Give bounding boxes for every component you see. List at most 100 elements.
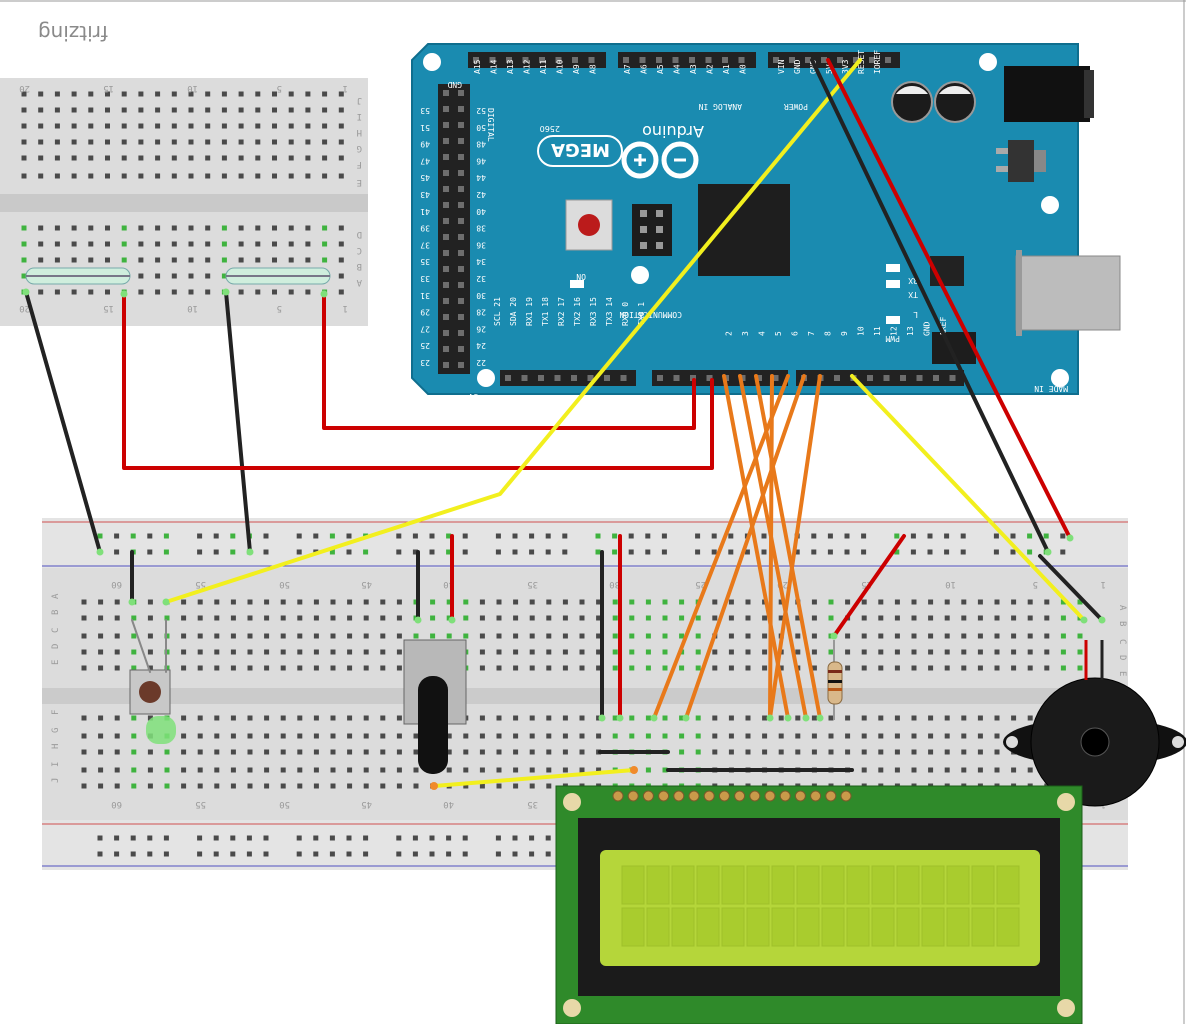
breadboard-hole[interactable] xyxy=(662,733,668,739)
breadboard-hole[interactable] xyxy=(305,225,311,231)
breadboard-hole[interactable] xyxy=(412,851,418,857)
breadboard-hole[interactable] xyxy=(479,665,485,671)
breadboard-hole[interactable] xyxy=(479,649,485,655)
breadboard-hole[interactable] xyxy=(131,749,137,755)
breadboard-hole[interactable] xyxy=(679,599,685,605)
breadboard-hole[interactable] xyxy=(38,173,44,179)
breadboard-hole[interactable] xyxy=(612,733,618,739)
breadboard-hole[interactable] xyxy=(264,783,270,789)
breadboard-hole[interactable] xyxy=(1027,599,1033,605)
breadboard-hole[interactable] xyxy=(98,715,104,721)
breadboard-hole[interactable] xyxy=(396,715,402,721)
breadboard-hole[interactable] xyxy=(396,633,402,639)
breadboard-hole[interactable] xyxy=(296,835,302,841)
breadboard-hole[interactable] xyxy=(155,273,161,279)
breadboard-hole[interactable] xyxy=(238,257,244,263)
breadboard-hole[interactable] xyxy=(155,91,161,97)
breadboard-hole[interactable] xyxy=(795,733,801,739)
breadboard-hole[interactable] xyxy=(88,155,94,161)
breadboard-hole[interactable] xyxy=(21,273,27,279)
breadboard-hole[interactable] xyxy=(961,749,967,755)
breadboard-hole[interactable] xyxy=(313,615,319,621)
breadboard-hole[interactable] xyxy=(121,107,127,113)
breadboard-hole[interactable] xyxy=(81,599,87,605)
breadboard-hole[interactable] xyxy=(562,599,568,605)
header-pin[interactable] xyxy=(639,57,646,63)
breadboard-hole[interactable] xyxy=(596,733,602,739)
header-pin[interactable] xyxy=(620,375,627,381)
breadboard-hole[interactable] xyxy=(1060,615,1066,621)
header-pin[interactable] xyxy=(588,57,595,63)
breadboard-hole[interactable] xyxy=(313,767,319,773)
breadboard-hole[interactable] xyxy=(529,835,535,841)
breadboard-hole[interactable] xyxy=(894,749,900,755)
breadboard-hole[interactable] xyxy=(977,767,983,773)
breadboard-hole[interactable] xyxy=(579,633,585,639)
breadboard-hole[interactable] xyxy=(861,649,867,655)
breadboard-hole[interactable] xyxy=(171,225,177,231)
breadboard-hole[interactable] xyxy=(463,783,469,789)
breadboard-hole[interactable] xyxy=(894,733,900,739)
breadboard-hole[interactable] xyxy=(297,615,303,621)
breadboard-hole[interactable] xyxy=(495,533,501,539)
breadboard-hole[interactable] xyxy=(255,225,261,231)
breadboard-hole[interactable] xyxy=(338,123,344,129)
breadboard-hole[interactable] xyxy=(347,615,353,621)
breadboard-hole[interactable] xyxy=(479,749,485,755)
breadboard-hole[interactable] xyxy=(330,633,336,639)
breadboard-hole[interactable] xyxy=(247,767,253,773)
breadboard-hole[interactable] xyxy=(612,649,618,655)
breadboard-hole[interactable] xyxy=(238,173,244,179)
breadboard-hole[interactable] xyxy=(430,615,436,621)
breadboard-hole[interactable] xyxy=(114,715,120,721)
breadboard-hole[interactable] xyxy=(712,615,718,621)
breadboard-hole[interactable] xyxy=(105,123,110,129)
breadboard-hole[interactable] xyxy=(155,289,161,295)
breadboard-hole[interactable] xyxy=(155,123,161,129)
header-pin[interactable] xyxy=(587,375,594,381)
breadboard-hole[interactable] xyxy=(629,615,635,621)
breadboard-hole[interactable] xyxy=(264,767,270,773)
breadboard-hole[interactable] xyxy=(247,633,253,639)
breadboard-hole[interactable] xyxy=(479,599,485,605)
lcd-16x2[interactable] xyxy=(555,785,1083,1024)
breadboard-hole[interactable] xyxy=(121,257,127,263)
breadboard-hole[interactable] xyxy=(811,599,817,605)
breadboard-hole[interactable] xyxy=(214,633,220,639)
breadboard-hole[interactable] xyxy=(462,835,468,841)
breadboard-hole[interactable] xyxy=(977,715,983,721)
breadboard-hole[interactable] xyxy=(255,123,261,129)
header-pin[interactable] xyxy=(458,298,464,304)
breadboard-hole[interactable] xyxy=(272,289,277,295)
header-pin[interactable] xyxy=(458,314,464,320)
breadboard-hole[interactable] xyxy=(305,123,311,129)
breadboard-hole[interactable] xyxy=(429,835,435,841)
breadboard-hole[interactable] xyxy=(205,225,211,231)
breadboard-hole[interactable] xyxy=(479,633,485,639)
breadboard-hole[interactable] xyxy=(363,633,369,639)
wire-red-reed-right[interactable] xyxy=(322,292,696,430)
breadboard-hole[interactable] xyxy=(645,767,651,773)
breadboard-hole[interactable] xyxy=(313,715,319,721)
breadboard-hole[interactable] xyxy=(529,733,535,739)
breadboard-hole[interactable] xyxy=(1077,649,1083,655)
breadboard-hole[interactable] xyxy=(911,749,917,755)
breadboard-hole[interactable] xyxy=(579,733,585,739)
breadboard-hole[interactable] xyxy=(98,615,104,621)
breadboard-hole[interactable] xyxy=(495,835,501,841)
breadboard-hole[interactable] xyxy=(338,91,344,97)
breadboard-hole[interactable] xyxy=(1027,549,1033,555)
breadboard-hole[interactable] xyxy=(994,733,1000,739)
header-pin[interactable] xyxy=(458,90,464,96)
breadboard-hole[interactable] xyxy=(105,155,110,161)
breadboard-hole[interactable] xyxy=(238,225,244,231)
breadboard-hole[interactable] xyxy=(230,599,236,605)
breadboard-hole[interactable] xyxy=(221,139,227,145)
wire-yellow-buzzer[interactable] xyxy=(850,374,1086,622)
breadboard-hole[interactable] xyxy=(960,533,966,539)
breadboard-hole[interactable] xyxy=(114,783,120,789)
header-pin[interactable] xyxy=(506,57,512,63)
breadboard-hole[interactable] xyxy=(910,533,916,539)
breadboard-hole[interactable] xyxy=(396,549,402,555)
breadboard-hole[interactable] xyxy=(363,599,369,605)
